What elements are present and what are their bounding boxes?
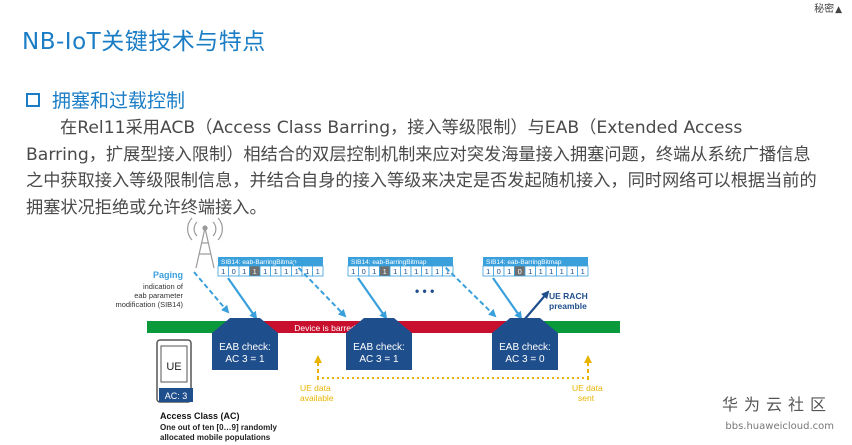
eab-check-text: AC 3 = 1 xyxy=(359,354,399,365)
eab-check-text: AC 3 = 1 xyxy=(225,354,265,365)
watermark-url: bbs.huaweicloud.com xyxy=(725,421,834,432)
bitmap-bit: 1 xyxy=(486,267,490,276)
paging-desc-3: modification (SIB14) xyxy=(115,300,183,309)
confidential-label: 秘密▲ xyxy=(814,0,842,15)
bitmap-bit: 0 xyxy=(362,267,366,276)
ue-rach-label-2: preamble xyxy=(549,301,587,311)
bitmap-cell xyxy=(312,265,324,277)
bitmap-bit: 0 xyxy=(518,267,522,276)
bitmap-bit: 1 xyxy=(221,267,225,276)
ellipsis-dots: • • • xyxy=(415,284,434,298)
eab-check-text: EAB check: xyxy=(499,342,551,353)
ue-rach-label-1: UE RACH xyxy=(549,291,588,301)
bitmap-bit: 1 xyxy=(528,267,532,276)
sib14-header xyxy=(218,257,323,266)
bitmap-bit: 1 xyxy=(372,267,376,276)
ue-data-sent-2: sent xyxy=(578,393,595,403)
bitmap-bit: 1 xyxy=(295,267,299,276)
paging-dashed-arrow xyxy=(439,261,497,318)
eab-check-box-2: EAB check:AC 3 = 1 xyxy=(346,318,412,370)
access-class-desc-2: allocated mobile populations xyxy=(160,433,271,442)
eab-check-box-1: EAB check:AC 3 = 1 xyxy=(212,318,278,370)
ac-badge xyxy=(159,388,193,402)
antenna-tower-icon xyxy=(187,217,223,269)
paging-desc-1: indication of xyxy=(143,282,184,291)
sib14-label: SIB14: eab-BarringBitmap xyxy=(486,259,562,266)
slide-title: NB-IoT关键技术与特点 xyxy=(22,29,266,55)
paging-dashed-arrow xyxy=(292,261,347,318)
bitmap-bit: 1 xyxy=(570,267,574,276)
ue-label: UE xyxy=(166,361,181,373)
bitmap-bit: 0 xyxy=(497,267,501,276)
bitmap-bit: 1 xyxy=(425,267,429,276)
bitmap-bit: 0 xyxy=(232,267,236,276)
bitmap-bit: 1 xyxy=(539,267,543,276)
body-paragraph: 在Rel11采用ACB（Access Class Barring，接入等级限制）… xyxy=(26,118,817,218)
eab-check-shape xyxy=(212,318,278,370)
ue-screen xyxy=(160,345,188,383)
ue-data-available-2: available xyxy=(300,393,334,403)
bitmap-bit: 1 xyxy=(253,267,257,276)
ue-data-sent-1: UE data xyxy=(572,383,603,393)
paging-title: Paging xyxy=(153,270,183,280)
bitmap-bit: 1 xyxy=(560,267,564,276)
paging-arrow xyxy=(193,271,230,314)
section-heading-text: 拥塞和过载控制 xyxy=(52,90,186,112)
sib14-header xyxy=(348,257,453,266)
ac-label: AC: 3 xyxy=(165,391,188,401)
bitmap-bit: 1 xyxy=(393,267,397,276)
eab-check-box-3: EAB check:AC 3 = 0 xyxy=(492,318,558,370)
sib14-label: SIB14: eab-BarringBitmap xyxy=(351,259,427,266)
bitmap-bit: 1 xyxy=(414,267,418,276)
bitmap-bit: 1 xyxy=(242,267,246,276)
bitmap-bit: 1 xyxy=(404,267,408,276)
watermark-name: 华为云社区 xyxy=(721,395,832,414)
bitmap-bit: 1 xyxy=(263,267,267,276)
bitmap-bit: 1 xyxy=(507,267,511,276)
triangle-up-icon: ▲ xyxy=(835,5,842,15)
device-barred-label: Device is barred xyxy=(294,323,356,333)
bitmap-bit: 1 xyxy=(383,267,387,276)
square-bullet-icon xyxy=(26,92,40,107)
bitmap-bit: 1 xyxy=(284,267,288,276)
bitmap-bit: 1 xyxy=(316,267,320,276)
paging-desc-2: eab parameter xyxy=(134,291,183,300)
bitmap-bit: 1 xyxy=(274,267,278,276)
bitmap-bit: 1 xyxy=(305,267,309,276)
ue-data-available-1: UE data xyxy=(300,383,331,393)
eab-check-text: EAB check: xyxy=(353,342,405,353)
timeline-green-left xyxy=(147,321,237,333)
bitmap-bit: 1 xyxy=(549,267,553,276)
sib14-arrow xyxy=(357,277,388,320)
sib14-header xyxy=(483,257,588,266)
bitmap-bit: 1 xyxy=(351,267,355,276)
bitmap-bit: 1 xyxy=(581,267,585,276)
access-class-title: Access Class (AC) xyxy=(160,411,240,421)
section-heading: 拥塞和过载控制 xyxy=(26,86,185,113)
sib14-label: SIB14: eab-BarringBitmap xyxy=(221,259,297,266)
eab-check-shape xyxy=(346,318,412,370)
sib14-arrow xyxy=(492,277,523,320)
bitmap-cell xyxy=(577,265,589,277)
confidential-text: 秘密 xyxy=(814,4,835,15)
sib14-arrow xyxy=(227,277,258,320)
eab-check-shape xyxy=(492,318,558,370)
bitmap-bit: 1 xyxy=(435,267,439,276)
eab-check-text: EAB check: xyxy=(219,342,271,353)
eab-check-text: AC 3 = 0 xyxy=(505,354,545,365)
access-class-desc-1: One out of ten [0…9] randomly xyxy=(160,423,277,432)
rach-arrow xyxy=(523,290,550,321)
bitmap-bit: 1 xyxy=(446,267,450,276)
